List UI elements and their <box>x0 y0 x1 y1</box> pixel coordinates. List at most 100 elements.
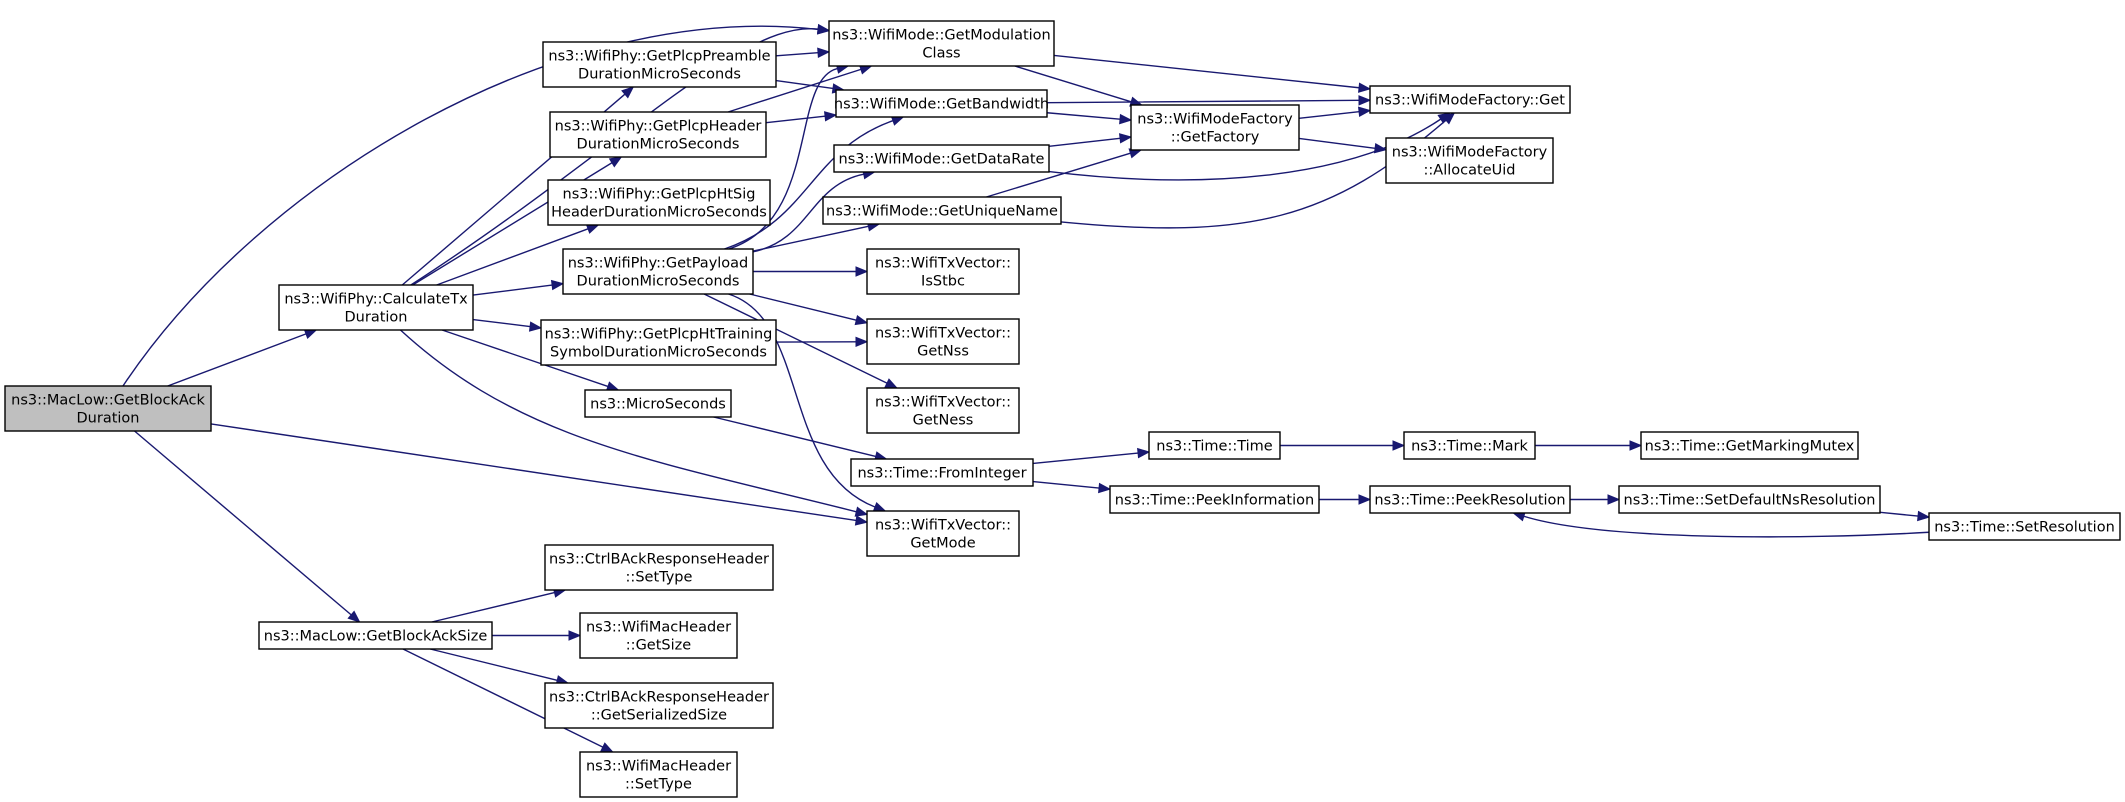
arrowhead <box>1629 440 1643 451</box>
node-label: ns3::MacLow::GetBlockAckSize <box>264 629 488 645</box>
edge-line <box>410 27 819 286</box>
node-uniqueName[interactable]: ns3::WifiMode::GetUniqueName <box>822 196 1062 225</box>
arrowhead <box>1358 82 1372 93</box>
node-box <box>1148 431 1281 460</box>
node-label: ns3::Time::SetResolution <box>1934 520 2115 536</box>
node-box <box>562 248 754 295</box>
node-factoryGet[interactable]: ns3::WifiModeFactory::Get <box>1369 85 1571 114</box>
edge-line <box>1046 99 1360 104</box>
node-box <box>579 612 738 659</box>
edge-calcTx-to-htTraining <box>472 318 543 332</box>
arrowhead <box>608 156 623 168</box>
edge-payload-to-isStbc <box>752 266 869 277</box>
node-label: IsStbc <box>921 274 965 290</box>
edge-line <box>1032 480 1100 489</box>
edge-getBlockAckSize-to-ctrlSerSize <box>430 648 570 686</box>
node-macGetSize[interactable]: ns3::WifiMacHeader::GetSize <box>579 612 738 659</box>
arrowhead <box>823 111 838 122</box>
arrowhead <box>303 329 318 339</box>
edge-line <box>703 293 888 384</box>
node-fromInteger[interactable]: ns3::Time::FromInteger <box>850 458 1034 487</box>
node-htTraining[interactable]: ns3::WifiPhy::GetPlcpHtTrainingSymbolDur… <box>540 319 777 366</box>
node-markingMutex[interactable]: ns3::Time::GetMarkingMutex <box>1640 431 1859 460</box>
edge-line <box>402 648 604 748</box>
arrowhead <box>568 630 582 641</box>
arrowhead <box>1098 482 1112 494</box>
node-box <box>1385 137 1554 184</box>
node-box <box>1130 104 1300 151</box>
edge-line <box>727 68 862 113</box>
arrowhead <box>854 515 869 526</box>
arrowhead <box>855 266 869 277</box>
node-label: DurationMicroSeconds <box>578 67 741 83</box>
edge-root-to-getBlockAckSize <box>134 430 361 623</box>
edge-preamble-to-bandwidth <box>775 79 846 94</box>
node-peekRes[interactable]: ns3::Time::PeekResolution <box>1369 485 1571 514</box>
node-plcpHeader[interactable]: ns3::WifiPhy::GetPlcpHeaderDurationMicro… <box>549 111 767 158</box>
edge-line <box>752 225 869 252</box>
edge-line <box>724 120 894 250</box>
node-isStbc[interactable]: ns3::WifiTxVector::IsStbc <box>866 248 1020 295</box>
edge-line <box>1298 110 1360 119</box>
edge-line <box>1298 137 1376 149</box>
node-getBlockAckSize[interactable]: ns3::MacLow::GetBlockAckSize <box>258 621 493 650</box>
node-label: Duration <box>345 310 408 326</box>
node-ctrlSerSize[interactable]: ns3::CtrlBAckResponseHeader::GetSerializ… <box>544 682 774 729</box>
edge-line <box>765 115 826 124</box>
node-label: ns3::MicroSeconds <box>590 397 726 413</box>
edge-line <box>431 591 555 623</box>
edge-calcTx-to-payload <box>472 279 565 296</box>
node-label: ns3::Time::FromInteger <box>857 466 1026 482</box>
node-label: ns3::WifiMode::GetBandwidth <box>834 97 1049 113</box>
node-label: ::SetType <box>626 570 693 586</box>
node-htSig[interactable]: ns3::WifiPhy::GetPlcpHtSigHeaderDuration… <box>547 179 771 226</box>
node-getMode[interactable]: ns3::WifiTxVector::GetMode <box>866 510 1020 557</box>
node-getNss[interactable]: ns3::WifiTxVector::GetNss <box>866 318 1020 365</box>
edge-line <box>713 416 876 458</box>
edge-peekInfo-to-peekRes <box>1319 494 1372 505</box>
node-timeTime[interactable]: ns3::Time::Time <box>1148 431 1281 460</box>
node-label: ns3::WifiPhy::CalculateTx <box>284 292 468 308</box>
node-bandwidth[interactable]: ns3::WifiMode::GetBandwidth <box>834 89 1049 118</box>
node-label: ns3::WifiModeFactory::Get <box>1375 93 1565 109</box>
node-box <box>278 284 474 331</box>
node-box <box>1640 431 1859 460</box>
node-preamble[interactable]: ns3::WifiPhy::GetPlcpPreambleDurationMic… <box>542 41 777 88</box>
node-label: Duration <box>77 411 140 427</box>
node-peekInfo[interactable]: ns3::Time::PeekInformation <box>1109 485 1320 514</box>
node-box <box>584 389 732 418</box>
edge-line <box>122 25 819 387</box>
node-box <box>540 319 777 366</box>
node-label: ns3::WifiTxVector:: <box>875 326 1011 342</box>
node-ctrlSetType[interactable]: ns3::CtrlBAckResponseHeader::SetType <box>544 544 774 591</box>
node-setDefaultNs[interactable]: ns3::Time::SetDefaultNsResolution <box>1618 485 1881 514</box>
edge-line <box>1032 452 1139 465</box>
node-mark[interactable]: ns3::Time::Mark <box>1403 431 1536 460</box>
arrowhead <box>621 86 635 99</box>
edge-line <box>430 648 558 682</box>
node-getNess[interactable]: ns3::WifiTxVector::GetNess <box>866 387 1020 434</box>
node-label: ns3::CtrlBAckResponseHeader <box>549 552 769 568</box>
node-label: ns3::WifiPhy::GetPlcpHeader <box>555 119 762 135</box>
edge-line <box>412 162 613 286</box>
node-factory[interactable]: ns3::WifiModeFactory::GetFactory <box>1130 104 1300 151</box>
node-setRes[interactable]: ns3::Time::SetResolution <box>1928 512 2121 541</box>
node-label: DurationMicroSeconds <box>577 274 740 290</box>
edge-line <box>1053 54 1360 89</box>
node-macSetType[interactable]: ns3::WifiMacHeader::SetType <box>579 751 738 798</box>
node-label: ns3::Time::GetMarkingMutex <box>1645 439 1855 455</box>
node-microSeconds[interactable]: ns3::MicroSeconds <box>584 389 732 418</box>
node-label: ::GetSerializedSize <box>591 708 727 724</box>
edge-bandwidth-to-factoryGet <box>1046 95 1372 106</box>
edge-line <box>728 293 876 508</box>
node-payload[interactable]: ns3::WifiPhy::GetPayloadDurationMicroSec… <box>562 248 754 295</box>
node-allocateUid[interactable]: ns3::WifiModeFactory::AllocateUid <box>1385 137 1554 184</box>
node-label: ns3::WifiTxVector:: <box>875 395 1011 411</box>
arrowhead <box>816 23 831 35</box>
edge-calcTx-to-modClass <box>410 23 831 286</box>
node-dataRate[interactable]: ns3::WifiMode::GetDataRate <box>833 144 1050 173</box>
node-label: ns3::WifiModeFactory <box>1137 112 1293 128</box>
